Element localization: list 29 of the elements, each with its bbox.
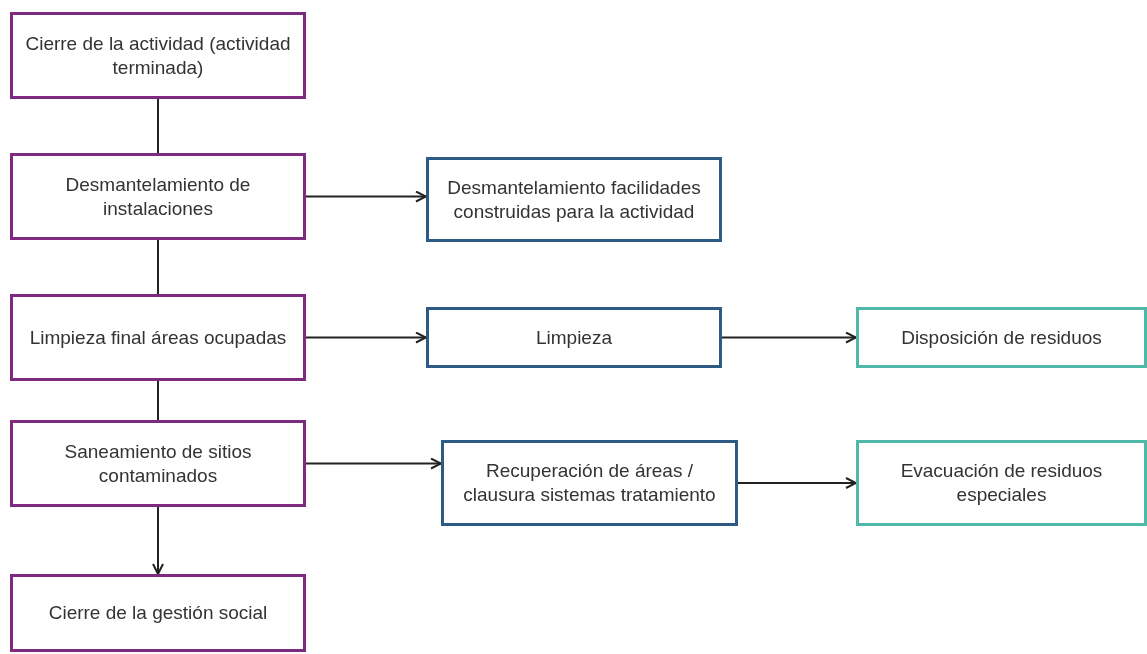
- process-box: [426, 307, 722, 368]
- process-box: [426, 157, 722, 242]
- process-box: [856, 307, 1147, 368]
- box-label: Evacuación de residuos especiales: [899, 459, 1104, 507]
- box-label: Desmantelamiento facilidades construidas para la actividad: [446, 175, 702, 224]
- arrow: [152, 506, 164, 575]
- box-label: Recuperación de áreas / clausura sistemas tratamiento: [462, 459, 717, 507]
- box-label: Cierre de la actividad (actividad terminada): [24, 31, 292, 80]
- process-box: [10, 153, 306, 240]
- arrow: [305, 331, 427, 344]
- connector-line: [157, 380, 159, 421]
- box-label: Desmantelamiento de instalaciones: [64, 172, 252, 221]
- box-label: Cierre de la gestión social: [48, 601, 268, 625]
- arrow: [737, 477, 857, 489]
- box-label: Saneamiento de sitios contaminados: [63, 439, 253, 488]
- box-label: Limpieza: [535, 325, 612, 350]
- arrow: [721, 331, 857, 344]
- process-box: [10, 420, 306, 507]
- process-box: [10, 574, 306, 652]
- connector-line: [157, 98, 159, 154]
- arrow: [305, 457, 442, 470]
- process-box: [441, 440, 738, 526]
- process-box: [10, 12, 306, 99]
- process-box: [10, 294, 306, 381]
- box-label: Limpieza final áreas ocupadas: [29, 325, 287, 350]
- box-label: Disposición de residuos: [901, 325, 1102, 350]
- process-box: [856, 440, 1147, 526]
- connector-line: [157, 239, 159, 295]
- arrow: [305, 190, 427, 203]
